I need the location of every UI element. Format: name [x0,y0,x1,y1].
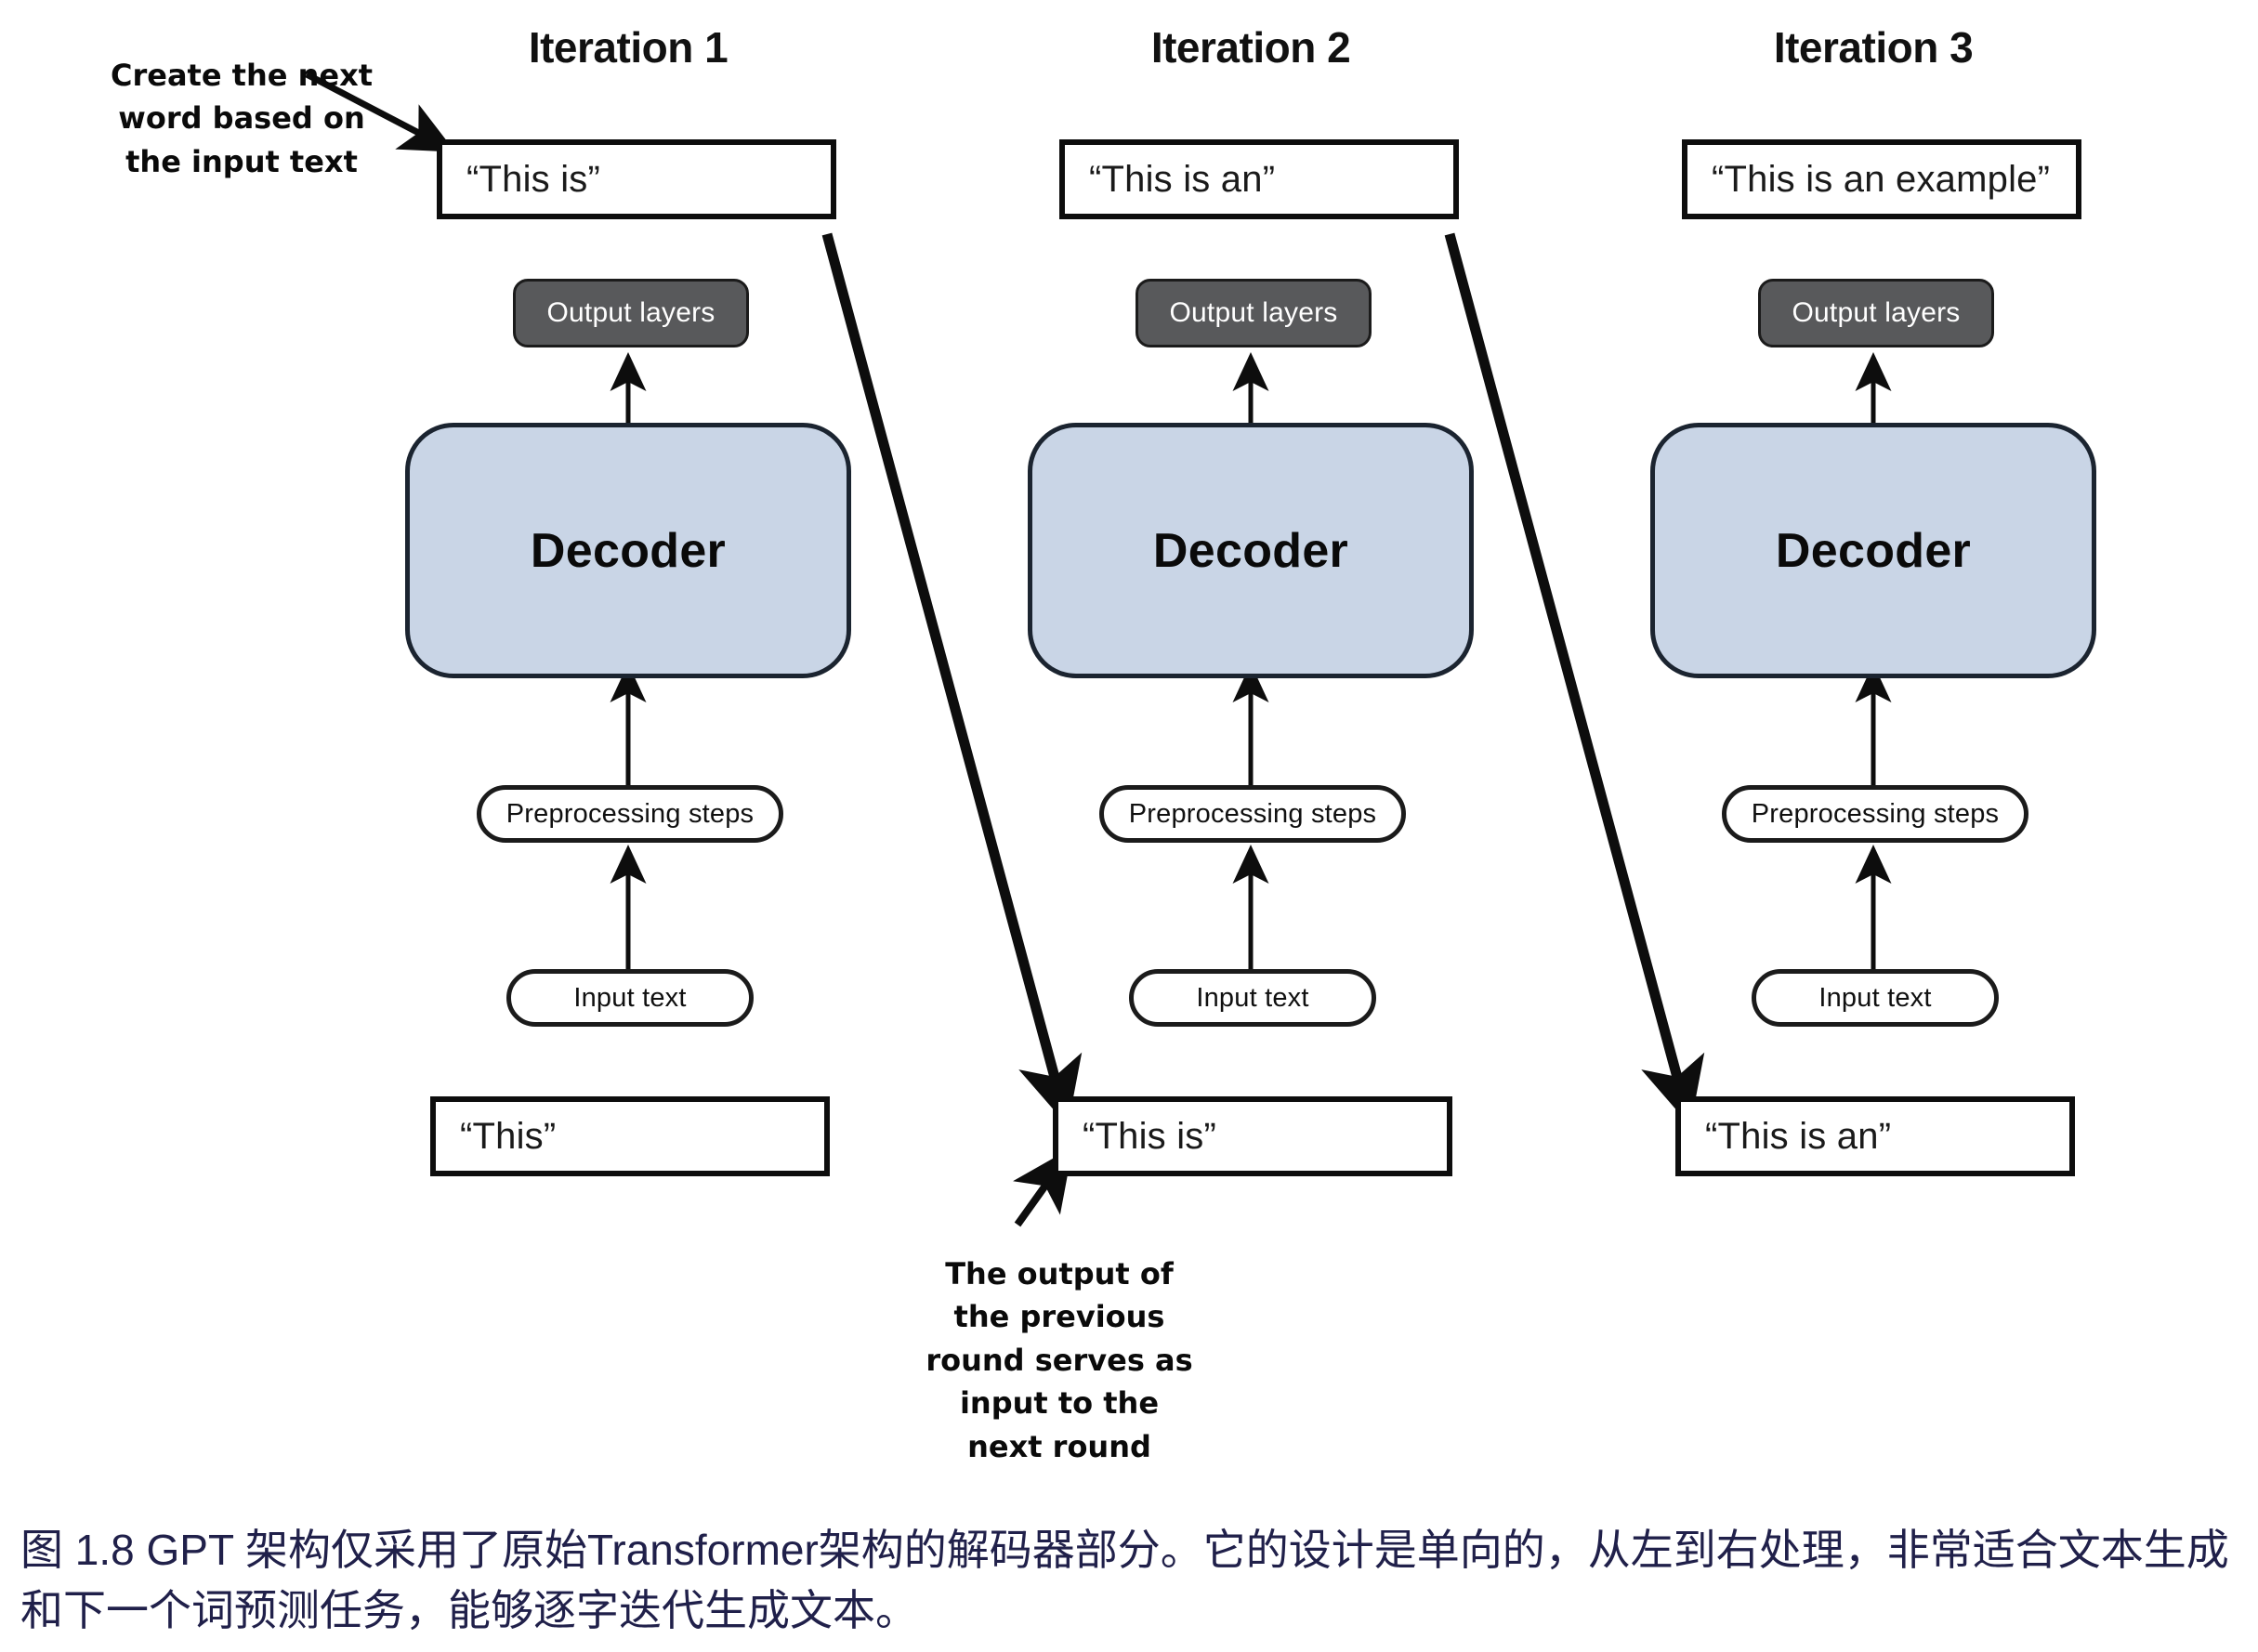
preprocessing-steps-iteration-3: Preprocessing steps [1722,785,2028,843]
decoder-block-iteration-3: Decoder [1650,423,2096,678]
input-text-box-iteration-1: “This” [430,1096,830,1176]
feedback-arrow-2-to-3 [1444,232,1705,1126]
input-text-box-iteration-3: “This is an” [1675,1096,2075,1176]
output-layers-block-iteration-1: Output layers [513,279,749,347]
decoder-block-iteration-2: Decoder [1028,423,1474,678]
output-layers-block-iteration-2: Output layers [1136,279,1372,347]
figure-caption: 图 1.8 GPT 架构仅采用了原始Transformer架构的解码器部分。它的… [20,1526,2229,1635]
column-title-iteration-2: Iteration 2 [1150,23,1351,72]
output-layers-block-iteration-3: Output layers [1758,279,1994,347]
bottom-annotation-note: The output of the previous round serves … [926,1256,1193,1464]
decoder-block-iteration-1: Decoder [405,423,851,678]
column-title-iteration-1: Iteration 1 [528,23,729,72]
output-text-box-iteration-3: “This is an example” [1682,139,2081,219]
preprocessing-steps-iteration-2: Preprocessing steps [1099,785,1406,843]
input-text-pill-iteration-1: Input text [506,969,754,1027]
bottom-note-pointer-arrow [1013,1147,1073,1227]
output-text-box-iteration-1: “This is” [437,139,836,219]
input-text-pill-iteration-2: Input text [1129,969,1376,1027]
column-title-iteration-3: Iteration 3 [1773,23,1974,72]
preprocessing-steps-iteration-1: Preprocessing steps [477,785,783,843]
input-text-pill-iteration-3: Input text [1752,969,1999,1027]
output-text-box-iteration-2: “This is an” [1059,139,1459,219]
feedback-arrow-1-to-2 [821,232,1083,1126]
top-annotation-note: Create the next word based on the input … [110,58,374,179]
input-text-box-iteration-2: “This is” [1053,1096,1452,1176]
